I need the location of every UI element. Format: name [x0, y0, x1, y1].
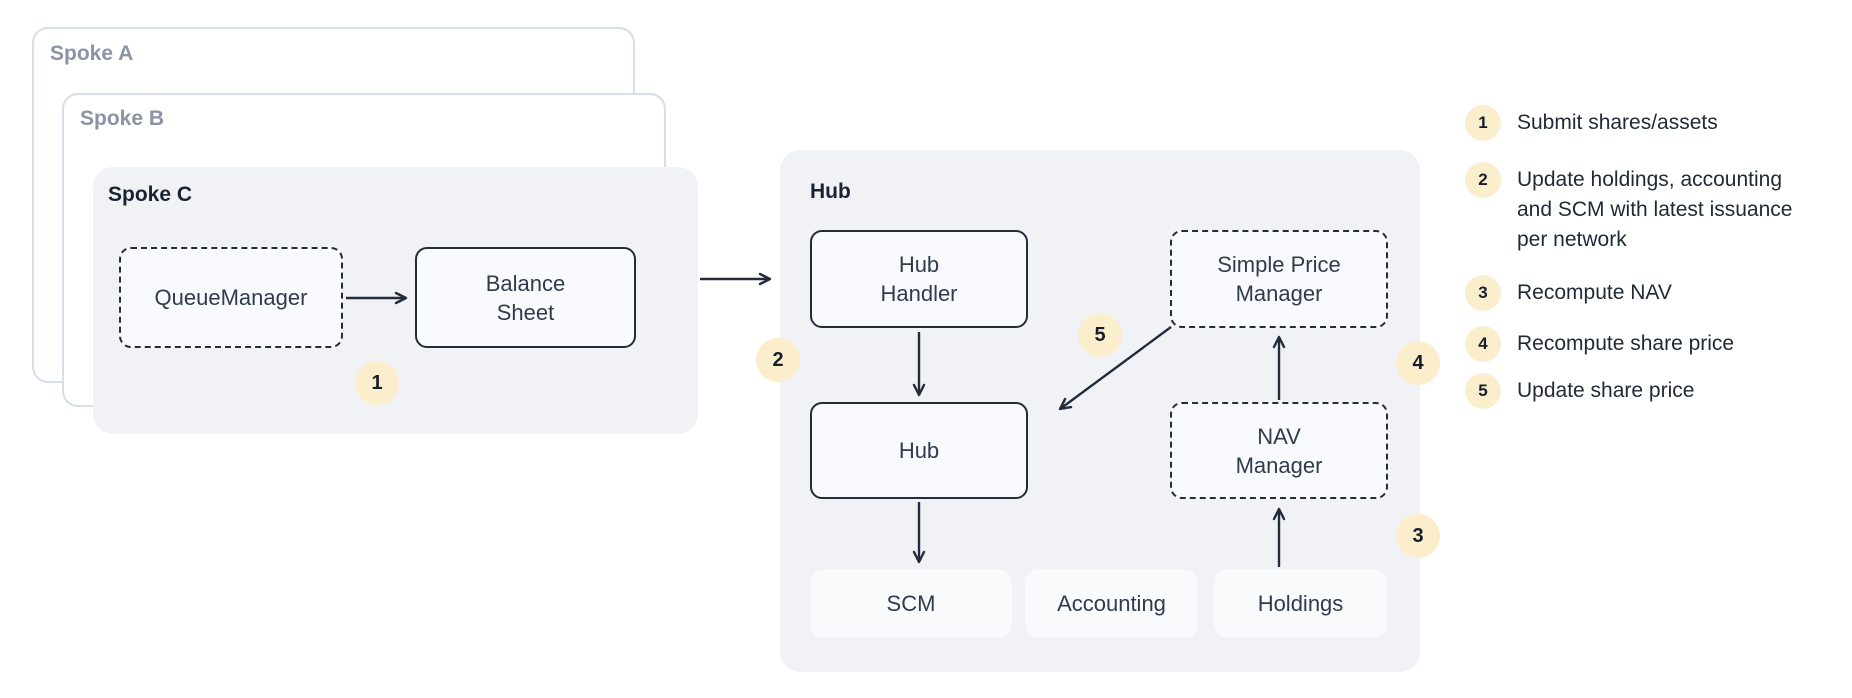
queue-manager-node: QueueManager [119, 247, 343, 348]
legend-3-text: Recompute NAV [1517, 281, 1672, 304]
spoke-c-label: Spoke C [108, 183, 193, 206]
legend-5-badge: 5 [1465, 373, 1501, 409]
spoke-a-label: Spoke A [50, 42, 134, 65]
scm-label: SCM [886, 591, 936, 616]
hub-core-node: Hub [810, 402, 1028, 499]
step-5-badge: 5 [1078, 313, 1122, 357]
balance-sheet-label: Balance Sheet [485, 270, 566, 325]
legend-item-4: 4 Recompute share price [1465, 326, 1734, 362]
hub-handler-node: Hub Handler [810, 230, 1028, 328]
legend-2-text: Update holdings, accounting and SCM with… [1517, 168, 1793, 251]
legend-2-badge: 2 [1465, 162, 1501, 198]
spoke-b-label: Spoke B [80, 107, 165, 130]
holdings-label: Holdings [1257, 591, 1344, 616]
scm-node: SCM [810, 569, 1012, 638]
legend-1-text: Submit shares/assets [1517, 111, 1718, 134]
legend-4-badge: 4 [1465, 326, 1501, 362]
legend-1-badge: 1 [1465, 105, 1501, 141]
legend-3-badge: 3 [1465, 275, 1501, 311]
step-3-badge: 3 [1396, 514, 1440, 558]
step-4-badge: 4 [1396, 341, 1440, 385]
hub-handler-label: Hub Handler [880, 252, 958, 306]
hub-title: Hub [810, 180, 851, 203]
simple-price-manager-label: Simple Price Manager [1217, 252, 1341, 306]
simple-price-manager-node: Simple Price Manager [1170, 230, 1388, 328]
accounting-node: Accounting [1025, 569, 1198, 638]
nav-manager-node: NAV Manager [1170, 402, 1388, 499]
queue-manager-label: QueueManager [154, 285, 308, 310]
step-1-badge: 1 [355, 361, 399, 405]
legend-item-2: 2 Update holdings, accounting and SCM wi… [1465, 162, 1792, 255]
accounting-label: Accounting [1057, 591, 1166, 616]
legend-item-3: 3 Recompute NAV [1465, 275, 1672, 311]
holdings-node: Holdings [1214, 569, 1387, 638]
hub-core-label: Hub [898, 438, 940, 463]
step-2-badge: 2 [756, 338, 800, 382]
legend-4-text: Recompute share price [1517, 332, 1735, 355]
balance-sheet-node: Balance Sheet [415, 247, 636, 348]
nav-manager-label: NAV Manager [1235, 423, 1323, 478]
legend-item-5: 5 Update share price [1465, 373, 1694, 409]
legend-item-1: 1 Submit shares/assets [1465, 105, 1718, 141]
legend-5-text: Update share price [1517, 379, 1695, 402]
